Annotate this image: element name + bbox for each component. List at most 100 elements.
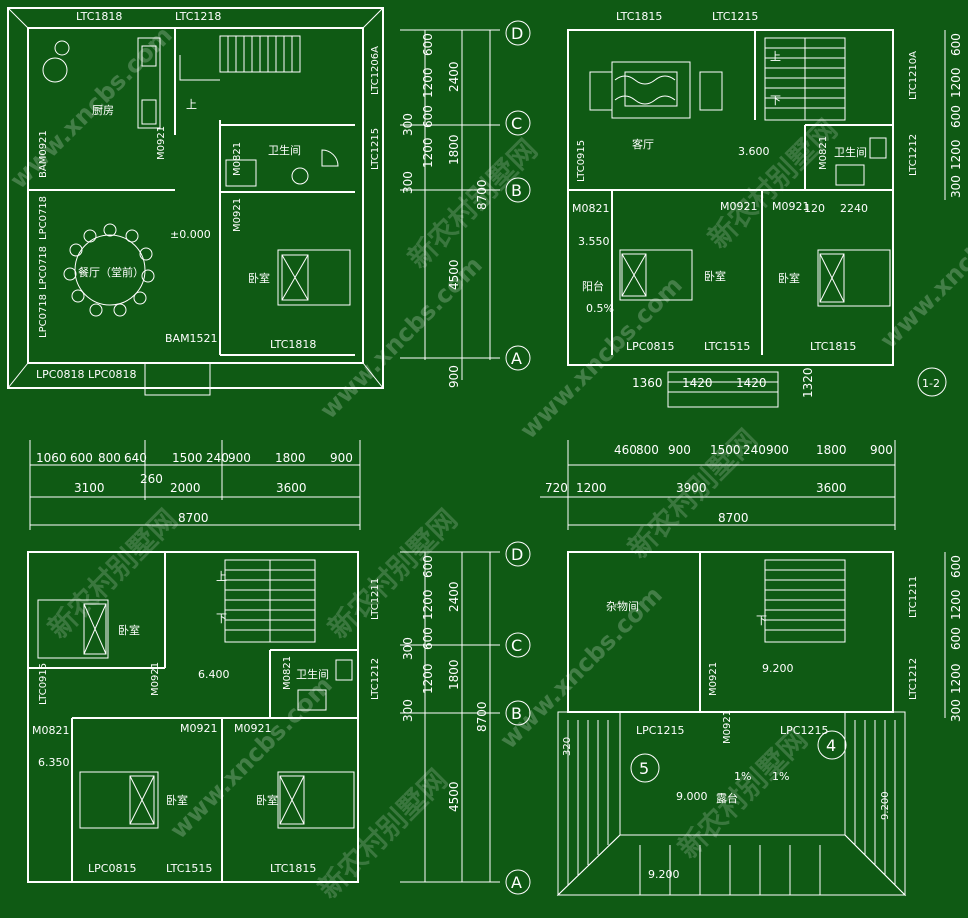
dim-h-260: 260 xyxy=(140,472,163,486)
door-m0821-3b: M0821 xyxy=(282,656,293,690)
dim-1200-b: 1200 xyxy=(421,137,435,168)
window-ltc1515-2: LTC1515 xyxy=(704,340,750,353)
dims-vertical-p3 xyxy=(400,551,500,883)
stair-down-3: 下 xyxy=(216,612,227,625)
dim-1420a: 1420 xyxy=(682,376,713,390)
room-terrace: 露台 xyxy=(716,791,738,805)
door-m0921-2b: M0921 xyxy=(772,200,810,213)
dim-4500: 4500 xyxy=(447,259,461,290)
door-m0921-4a: M0921 xyxy=(708,662,719,696)
roof-floor-plan: 下 杂物间 9.200 露台 9.000 9.200 9.200 1% 1% 5… xyxy=(556,551,963,897)
door-m0921-3c: M0921 xyxy=(180,722,218,735)
room-kitchen: 厨房 xyxy=(92,104,114,117)
dims-horizontal-p1 xyxy=(29,440,361,530)
window-ltc1515-3: LTC1515 xyxy=(166,862,212,875)
front-steps-2 xyxy=(667,371,779,408)
dim3-600b: 600 xyxy=(421,627,435,650)
window-lpc0818-1: LPC0818 xyxy=(36,368,84,381)
axis-c-top: C xyxy=(511,114,522,133)
axis-a-top: A xyxy=(511,349,522,368)
window-lpc0718-1: LPC0718 xyxy=(38,196,49,240)
marker-5-label: 5 xyxy=(639,759,649,778)
dim-600-b: 600 xyxy=(421,105,435,128)
exterior-wall-4 xyxy=(567,551,894,713)
door-m0921-kitchen: M0921 xyxy=(156,126,167,160)
dim-h-900b: 900 xyxy=(330,451,353,465)
watermark-name-7: 新农村别墅网 xyxy=(312,763,454,905)
dim3-300a: 300 xyxy=(401,637,415,660)
window-ltc1206a: LTC1206A xyxy=(370,46,381,95)
dim4-300: 300 xyxy=(949,699,963,722)
axis-d-top: D xyxy=(511,24,523,43)
dim4-1200b: 1200 xyxy=(949,663,963,694)
dim2-720: 720 xyxy=(545,481,568,495)
door-m0821-2b: M0821 xyxy=(818,136,829,170)
dim2-460: 460 xyxy=(614,443,637,457)
window-lpc0815-3: LPC0815 xyxy=(88,862,136,875)
dim2-total-8700: 8700 xyxy=(718,511,749,525)
dim-1420b: 1420 xyxy=(736,376,767,390)
dim-h-1060: 1060 xyxy=(36,451,67,465)
marker-4 xyxy=(817,730,847,760)
dim3-1200a: 1200 xyxy=(421,589,435,620)
kitchen-fixtures xyxy=(42,37,161,129)
dim2-900a: 900 xyxy=(668,443,691,457)
dim-1320: 1320 xyxy=(801,367,815,398)
door-m0921-4b: M0921 xyxy=(722,710,733,744)
stair-up-3: 上 xyxy=(216,570,227,583)
room-living: 客厅 xyxy=(632,137,654,151)
watermark-name-2: 新农村别墅网 xyxy=(702,113,844,255)
window-ltc1211-3: LTC1211 xyxy=(370,578,381,620)
level-3550: 3.550 xyxy=(578,235,610,248)
dim-300-b: 300 xyxy=(401,171,415,194)
dim-1360: 1360 xyxy=(632,376,663,390)
window-lpc0815-2: LPC0815 xyxy=(626,340,674,353)
dining-table xyxy=(63,223,155,317)
door-m0821-2a: M0821 xyxy=(572,202,610,215)
window-ltc0915-3: LTC0915 xyxy=(38,663,49,705)
bed-3a xyxy=(37,599,109,659)
window-lpc0818-2: LPC0818 xyxy=(88,368,136,381)
door-m0821-bath: M0821 xyxy=(232,142,243,176)
dim-8700-v: 8700 xyxy=(475,179,489,210)
dim2-v-1200a: 1200 xyxy=(949,67,963,98)
window-lpc1215-a: LPC1215 xyxy=(636,724,684,737)
watermark-name-3: 新农村别墅网 xyxy=(42,503,184,645)
window-ltc0915: LTC0915 xyxy=(576,140,587,182)
dim-h-240: 240 xyxy=(206,451,229,465)
stair-third xyxy=(224,559,316,643)
exterior-wall-2 xyxy=(567,29,894,366)
window-ltc1210a: LTC1210A xyxy=(908,51,919,100)
dim3-2400: 2400 xyxy=(447,581,461,612)
dim-1800: 1800 xyxy=(447,134,461,165)
marker-4-label: 4 xyxy=(826,736,836,755)
bed-2b xyxy=(817,249,891,307)
room-storage: 杂物间 xyxy=(606,599,639,613)
level-9200-b: 9.200 xyxy=(648,868,680,881)
dim2-1200: 1200 xyxy=(576,481,607,495)
dim-h-3100: 3100 xyxy=(74,481,105,495)
dim4-600a: 600 xyxy=(949,555,963,578)
dim-320: 320 xyxy=(562,737,573,756)
watermark-site-1: www.xncbs.com xyxy=(4,21,177,194)
window-ltc1212-4: LTC1212 xyxy=(908,658,919,700)
axis-b-bottom: B xyxy=(511,704,522,723)
balcony-slope: 0.5% xyxy=(586,302,614,315)
dim-600-a: 600 xyxy=(421,33,435,56)
bed-3b xyxy=(79,771,159,829)
bed-2a xyxy=(619,249,693,301)
bath-fixtures-3 xyxy=(297,659,353,711)
dim-total-8700-p1: 8700 xyxy=(178,511,209,525)
door-m0921-2a: M0921 xyxy=(720,200,758,213)
room-dining: 餐厅（堂前） xyxy=(78,265,144,279)
dim2-3900: 3900 xyxy=(676,481,707,495)
dim-2240: 2240 xyxy=(840,202,868,215)
axis-c-bottom: C xyxy=(511,636,522,655)
dim3-1200b: 1200 xyxy=(421,663,435,694)
dim-h-1800: 1800 xyxy=(275,451,306,465)
room-bedroom-3c: 卧室 xyxy=(256,793,278,807)
dim2-1500: 1500 xyxy=(710,443,741,457)
section-marker xyxy=(917,367,947,397)
room-bedroom-3a: 卧室 xyxy=(118,623,140,637)
